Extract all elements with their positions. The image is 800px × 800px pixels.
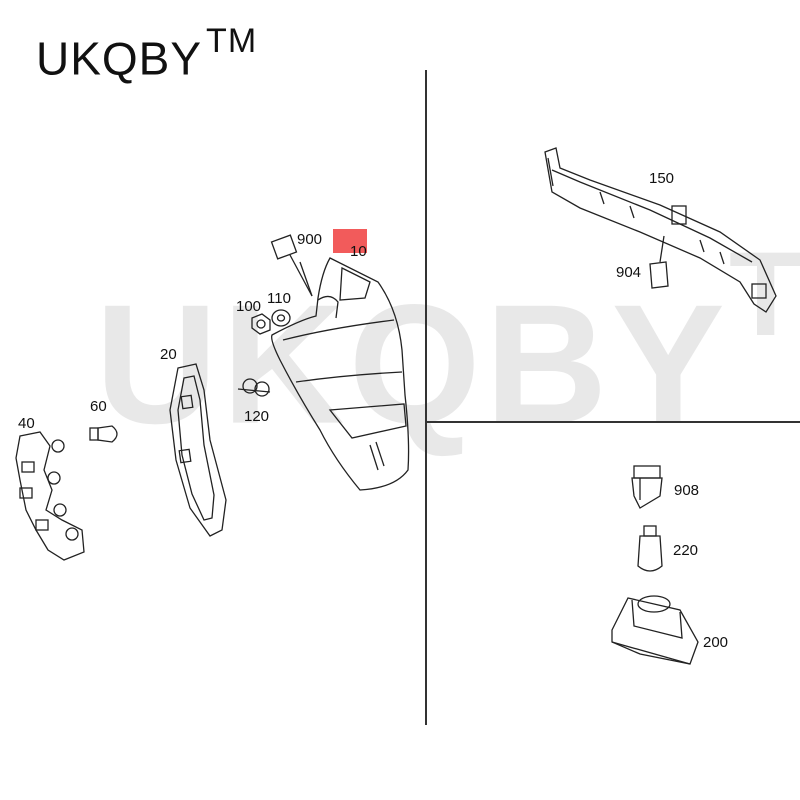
- label-part-904: 904: [616, 264, 642, 281]
- label-part-150: 150: [649, 170, 675, 187]
- label-part-100: 100: [236, 298, 262, 315]
- label-part-120: 120: [244, 408, 270, 425]
- socket-908: [631, 465, 663, 509]
- brand-name: UKQBY: [36, 32, 203, 85]
- divider-vertical: [425, 70, 427, 725]
- clip-120: [237, 378, 271, 397]
- socket-900: [270, 234, 313, 297]
- brand-trademark: TM: [206, 22, 258, 60]
- bulb-220: [637, 525, 663, 572]
- tail-lamp-housing: [271, 257, 410, 491]
- divider-horizontal: [426, 421, 800, 423]
- label-part-40: 40: [18, 415, 35, 432]
- plate-lamp-200: [611, 595, 699, 665]
- bulb-carrier-40: [15, 431, 85, 561]
- label-part-20: 20: [160, 346, 177, 363]
- highlight-marker: [333, 229, 367, 253]
- label-part-200: 200: [703, 634, 729, 651]
- bracket-rail-150: [544, 147, 777, 313]
- connector-904: [649, 235, 669, 289]
- label-part-900: 900: [297, 231, 323, 248]
- label-part-908: 908: [674, 482, 700, 499]
- label-part-60: 60: [90, 398, 107, 415]
- label-part-220: 220: [673, 542, 699, 559]
- nut-100: [251, 313, 271, 335]
- gasket-20: [169, 363, 227, 537]
- bulb-60: [89, 425, 118, 443]
- washer-110: [271, 309, 291, 327]
- label-part-110: 110: [267, 290, 291, 307]
- label-part-10: 10: [350, 243, 367, 260]
